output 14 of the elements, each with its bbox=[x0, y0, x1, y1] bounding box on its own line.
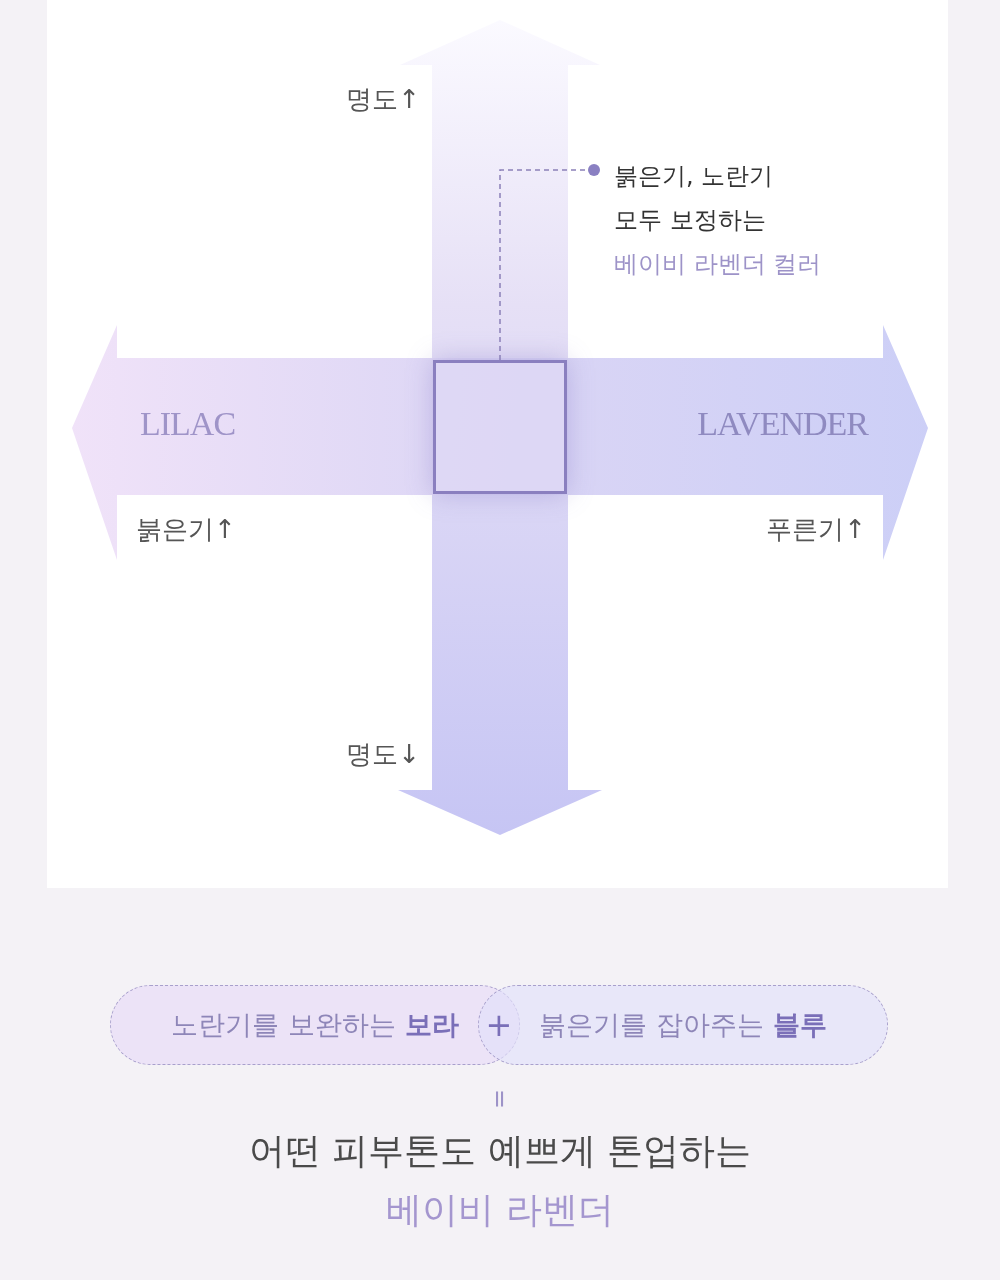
axis-label: 붉은기↑ bbox=[136, 513, 236, 546]
plus-sign: + bbox=[484, 1005, 514, 1045]
callout-text: 붉은기, 노란기 모두 보정하는 bbox=[614, 161, 775, 236]
center-square bbox=[433, 360, 567, 494]
axis-label: 푸른기↑ bbox=[765, 513, 866, 546]
axis-label: LAVENDER bbox=[696, 405, 868, 443]
axis-label: LILAC bbox=[140, 405, 236, 443]
equals-sign: = bbox=[485, 1087, 515, 1111]
axis-label: 명도↑ bbox=[345, 83, 420, 116]
highlight-heading: 베이비 라벤더 bbox=[385, 1188, 615, 1232]
leader-line bbox=[499, 164, 600, 361]
heading-text: 어떤 피부톤도 예쁘게 톤업하는 bbox=[247, 1129, 753, 1173]
callout-highlight-text: 베이비 라벤더 컬러 bbox=[614, 249, 823, 280]
axis-label: 명도↓ bbox=[345, 738, 420, 771]
